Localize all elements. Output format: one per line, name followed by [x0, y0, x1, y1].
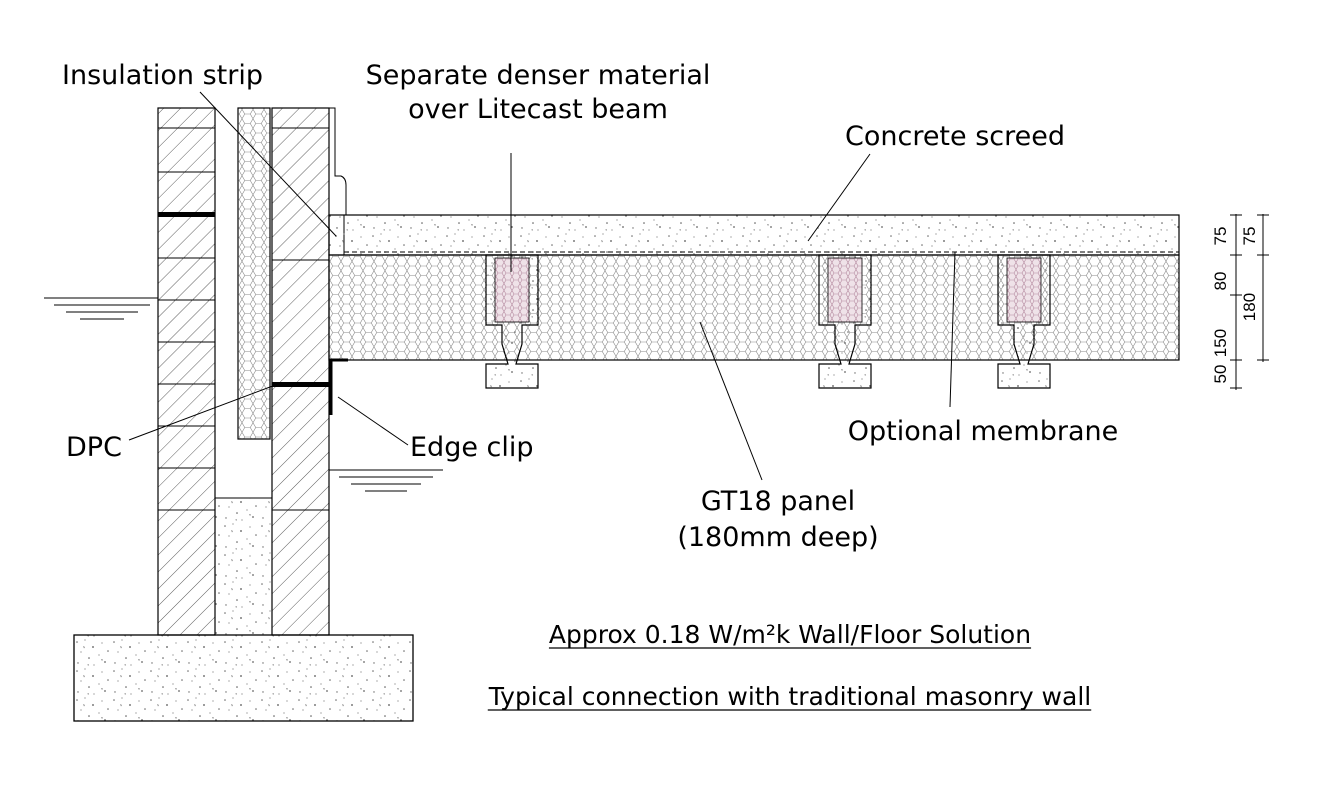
label-gt18-line2: (180mm deep) — [677, 522, 878, 553]
inner-block-leaf — [271, 107, 330, 636]
label-separate-denser-line2: over Litecast beam — [408, 94, 668, 125]
litecast-beam — [818, 254, 872, 389]
internal-ground-level — [329, 469, 443, 492]
label-optional-membrane: Optional membrane — [848, 416, 1118, 447]
dim-inner-150: 150 — [1211, 329, 1230, 357]
litecast-beam — [485, 254, 539, 389]
litecast-beam — [997, 254, 1051, 389]
dim-inner-80: 80 — [1211, 272, 1230, 291]
title-connection: Typical connection with traditional maso… — [488, 682, 1091, 711]
dimension-column-outer — [1257, 214, 1269, 362]
inner-leaf-dpc — [272, 382, 329, 387]
leader-concrete-screed — [807, 153, 871, 242]
cavity-fill — [214, 497, 273, 636]
label-gt18-line1: GT18 panel — [701, 486, 855, 517]
leader-insulation-strip — [199, 91, 337, 237]
label-dpc: DPC — [66, 432, 122, 463]
title-solution: Approx 0.18 W/m²k Wall/Floor Solution — [549, 620, 1031, 649]
dim-outer-75: 75 — [1240, 227, 1259, 246]
concrete-screed — [328, 214, 1180, 256]
edge-clip — [329, 358, 348, 415]
dim-inner-75: 75 — [1211, 227, 1230, 246]
external-ground-level — [44, 297, 158, 320]
dim-outer-180: 180 — [1240, 293, 1259, 321]
leader-gt18-panel — [699, 321, 763, 481]
skirting — [329, 107, 347, 215]
outer-brick-leaf — [157, 107, 216, 636]
label-edge-clip: Edge clip — [410, 432, 534, 463]
label-insulation-strip: Insulation strip — [62, 60, 263, 91]
leader-edge-clip — [337, 396, 409, 446]
label-separate-denser-line1: Separate denser material — [366, 60, 711, 91]
concrete-foundation — [73, 634, 414, 722]
cavity-insulation — [237, 107, 271, 440]
leader-dpc — [128, 383, 279, 441]
leader-optional-membrane — [949, 251, 956, 408]
label-concrete-screed: Concrete screed — [845, 121, 1065, 152]
gt18-panel — [328, 254, 1180, 361]
dim-inner-50: 50 — [1211, 365, 1230, 384]
dimension-column-inner — [1230, 214, 1242, 390]
outer-leaf-dpc — [158, 212, 215, 217]
